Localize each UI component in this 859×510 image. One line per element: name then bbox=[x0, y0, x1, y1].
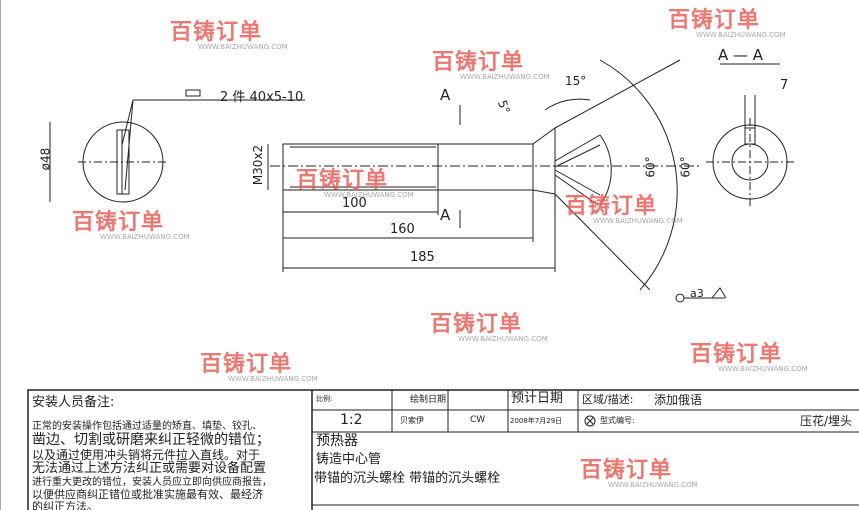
section-title: A — A bbox=[718, 46, 764, 64]
notes-line: 凿边、切割或研磨来纠正轻微的错位； bbox=[32, 432, 270, 449]
notes-line: 以及通过使用冲头销将元件拉入直线。对于 bbox=[32, 447, 261, 462]
weld-symbol: a3 bbox=[690, 287, 704, 300]
scale-label: 比例: bbox=[316, 395, 333, 403]
bolt-head bbox=[532, 127, 556, 195]
dim-diameter: ø48 bbox=[38, 147, 53, 171]
installer-notes: 安装人员备注: 正常的安装操作包括通过适量的矫直、填垫、铰孔、 凿边、切割或研磨… bbox=[32, 395, 312, 510]
model-value: 压花/埋头 bbox=[800, 414, 853, 428]
dim-185: 185 bbox=[410, 250, 435, 265]
notes-line: 的纠正方法。 bbox=[32, 500, 98, 510]
area-label: 区域/描述: bbox=[582, 393, 634, 406]
draw-date-label: 绘制日期 bbox=[410, 395, 447, 405]
notes-line: 正常的安装操作包括通过适量的矫直、填垫、铰孔、 bbox=[32, 420, 262, 432]
notes-line: 进行重大更改的错位，安装人员应立即向供应商报告， bbox=[32, 477, 272, 489]
model-label: 型式编号: bbox=[600, 416, 635, 425]
angle-15: 15° bbox=[565, 74, 587, 88]
notes-title: 安装人员备注: bbox=[32, 395, 115, 410]
angle-60-inner: 60° bbox=[643, 156, 658, 178]
expected-date-label: 预计日期 bbox=[511, 391, 564, 406]
part-name-1: 预热器 bbox=[316, 433, 358, 449]
scale-value: 1:2 bbox=[340, 412, 363, 428]
checker: CW bbox=[470, 415, 486, 425]
notes-line: 无法通过上述方法纠正或需要对设备配置 bbox=[32, 461, 267, 477]
key-label: 2 件 40x5-10 bbox=[220, 90, 304, 105]
part-name-3: 带锚的沉头螺栓 带锚的沉头螺栓 bbox=[314, 471, 501, 486]
notes-line: 以便供应商纠正错位或批准实施最有效、最经济 bbox=[32, 487, 263, 501]
area-value: 添加俄语 bbox=[654, 393, 703, 407]
part-name-2: 铸造中心管 bbox=[316, 452, 382, 467]
section-mark-bottom: A bbox=[440, 206, 451, 224]
dim-100: 100 bbox=[342, 196, 367, 211]
dim-160: 160 bbox=[390, 222, 415, 237]
bolt-shank bbox=[437, 143, 534, 191]
dim-7: 7 bbox=[780, 78, 789, 93]
section-mark-top: A bbox=[440, 86, 451, 104]
date: 2008年7月29日 bbox=[510, 417, 563, 425]
drawer: 贝索伊 bbox=[400, 416, 424, 425]
angle-60-outer: 60° bbox=[678, 156, 693, 178]
key-symbol bbox=[185, 89, 201, 97]
dim-thread: M30x2 bbox=[251, 144, 266, 186]
